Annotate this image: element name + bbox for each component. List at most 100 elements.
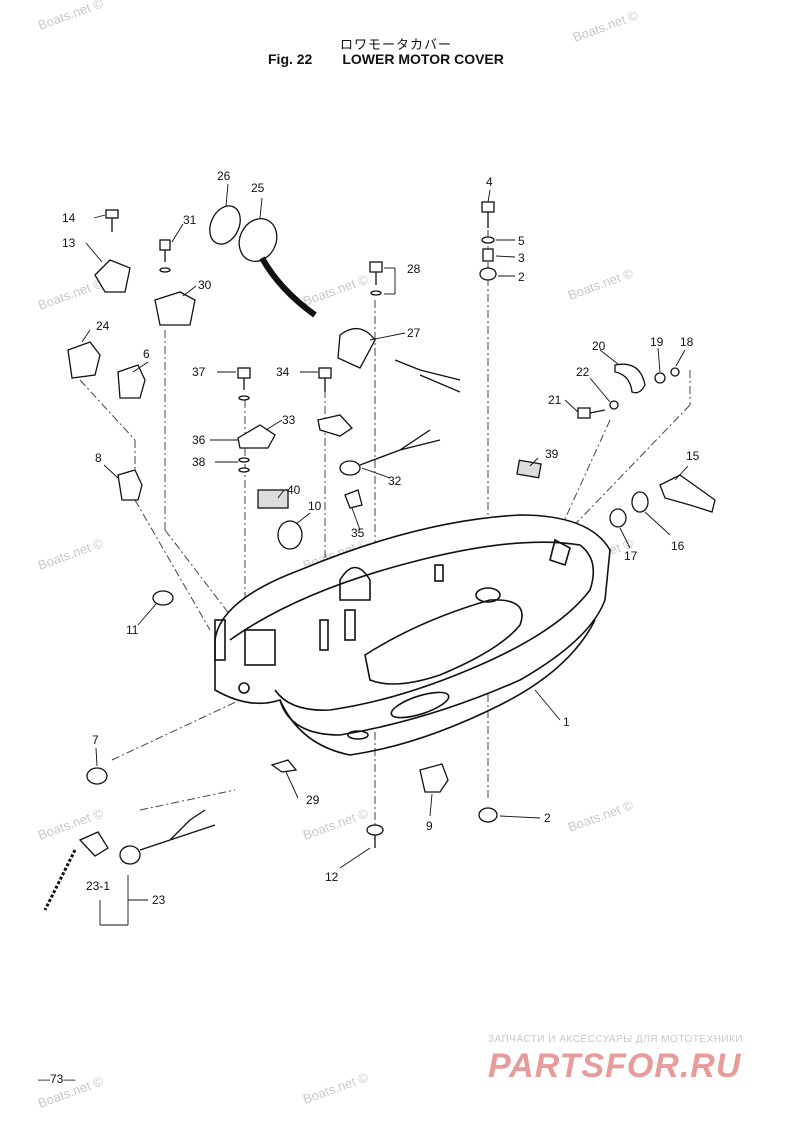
bolt-34 [318, 367, 332, 392]
harness-23-leads [139, 809, 216, 851]
promo-logo: PARTSFOR.RU [488, 1047, 742, 1085]
washer-38a [238, 457, 250, 463]
figure-title: Fig. 22 LOWER MOTOR COVER [268, 51, 504, 67]
wiring-harness [394, 359, 461, 393]
callout-33: 33 [282, 413, 296, 427]
callout-23: 23 [152, 893, 166, 907]
cover-9 [419, 763, 449, 793]
clip-35 [344, 489, 363, 509]
callout-3: 3 [518, 251, 525, 265]
hose-25 [259, 256, 317, 318]
callouts: 1 2 2 3 4 5 6 7 8 9 10 11 12 13 14 15 16… [62, 169, 700, 907]
callout-15: 15 [686, 449, 700, 463]
callout-5: 5 [518, 234, 525, 248]
callout-29: 29 [306, 793, 320, 807]
handle-15 [659, 474, 716, 513]
watermark: Boats.net © [571, 7, 641, 45]
figure-number: Fig. 22 [268, 51, 313, 67]
holder-30 [154, 291, 196, 326]
washer-18 [670, 367, 680, 377]
bolt-12 [366, 824, 384, 848]
bolt-14 [105, 209, 119, 232]
callout-17: 17 [624, 549, 638, 563]
watermark: Boats.net © [301, 1069, 371, 1107]
watermark: Boats.net © [566, 265, 636, 303]
callout-28: 28 [407, 262, 421, 276]
callout-14: 14 [62, 211, 76, 225]
callout-1: 1 [563, 715, 570, 729]
callout-6: 6 [143, 347, 150, 361]
grommet-plate-27 [337, 328, 376, 369]
label-40 [257, 489, 289, 509]
knob-16 [631, 491, 649, 513]
callout-22: 22 [576, 365, 590, 379]
bracket-36 [237, 424, 276, 449]
grommet-2-bottom [478, 807, 498, 823]
plug-11 [152, 590, 174, 606]
bolt-4 [481, 201, 495, 228]
grommet-10 [277, 520, 303, 550]
watermark: Boats.net © [301, 805, 371, 843]
fuse-holder-6 [117, 364, 146, 399]
bolt-37 [237, 367, 251, 401]
washer-22 [609, 400, 619, 410]
clip-8 [117, 469, 143, 501]
callout-36: 36 [192, 433, 206, 447]
cord-23 [43, 849, 77, 911]
callout-19: 19 [650, 335, 664, 349]
washer-38b [238, 467, 250, 473]
callout-25: 25 [251, 181, 265, 195]
callout-7: 7 [92, 733, 99, 747]
callout-31: 31 [183, 213, 197, 227]
bracket-23-1 [78, 831, 109, 857]
callout-4: 4 [486, 175, 493, 189]
callout-35: 35 [351, 526, 365, 540]
switch-32 [339, 460, 361, 476]
watermark: Boats.net © [36, 275, 106, 313]
label-39 [516, 459, 542, 479]
leader-lines [81, 183, 689, 926]
clip-29 [270, 759, 298, 773]
callout-26: 26 [217, 169, 231, 183]
bolt-28 [369, 261, 383, 296]
callout-20: 20 [592, 339, 606, 353]
components [43, 201, 716, 911]
watermark: Boats.net © [566, 797, 636, 835]
switch-32-leads [359, 429, 441, 466]
callout-27: 27 [407, 326, 421, 340]
callout-40: 40 [287, 483, 301, 497]
bracket-34 [317, 414, 353, 437]
callout-18: 18 [680, 335, 694, 349]
callout-37: 37 [192, 365, 206, 379]
callout-11: 11 [126, 623, 139, 637]
callout-30: 30 [198, 278, 212, 292]
grommet-2-top [479, 267, 497, 281]
watermark: Boats.net © [36, 0, 106, 33]
callout-16: 16 [671, 539, 685, 553]
callout-9: 9 [426, 819, 433, 833]
callout-39: 39 [545, 447, 559, 461]
callout-23-1: 23-1 [86, 879, 110, 893]
cap-25 [238, 218, 278, 262]
callout-32: 32 [388, 474, 402, 488]
switch-23 [119, 845, 141, 865]
cap-7 [86, 767, 108, 785]
seal-26 [209, 205, 241, 245]
bushing-17 [609, 508, 627, 528]
callout-38: 38 [192, 455, 206, 469]
promo-tagline: ЗАПЧАСТИ И АКСЕССУАРЫ ДЛЯ МОТОТЕХНИКИ [488, 1034, 744, 1045]
page-number: —73— [38, 1072, 76, 1086]
washer-5 [481, 236, 495, 244]
lever-20 [614, 363, 646, 394]
callout-21: 21 [548, 393, 562, 407]
figure-name: LOWER MOTOR COVER [342, 51, 504, 67]
promo-banner: ЗАПЧАСТИ И АКСЕССУАРЫ ДЛЯ МОТОТЕХНИКИ PA… [488, 1034, 788, 1086]
callout-2: 2 [518, 270, 525, 284]
watermark: Boats.net © [36, 535, 106, 573]
callout-24: 24 [96, 319, 110, 333]
relay-24 [67, 341, 101, 379]
nut-19 [654, 372, 666, 384]
callout-10: 10 [308, 499, 322, 513]
